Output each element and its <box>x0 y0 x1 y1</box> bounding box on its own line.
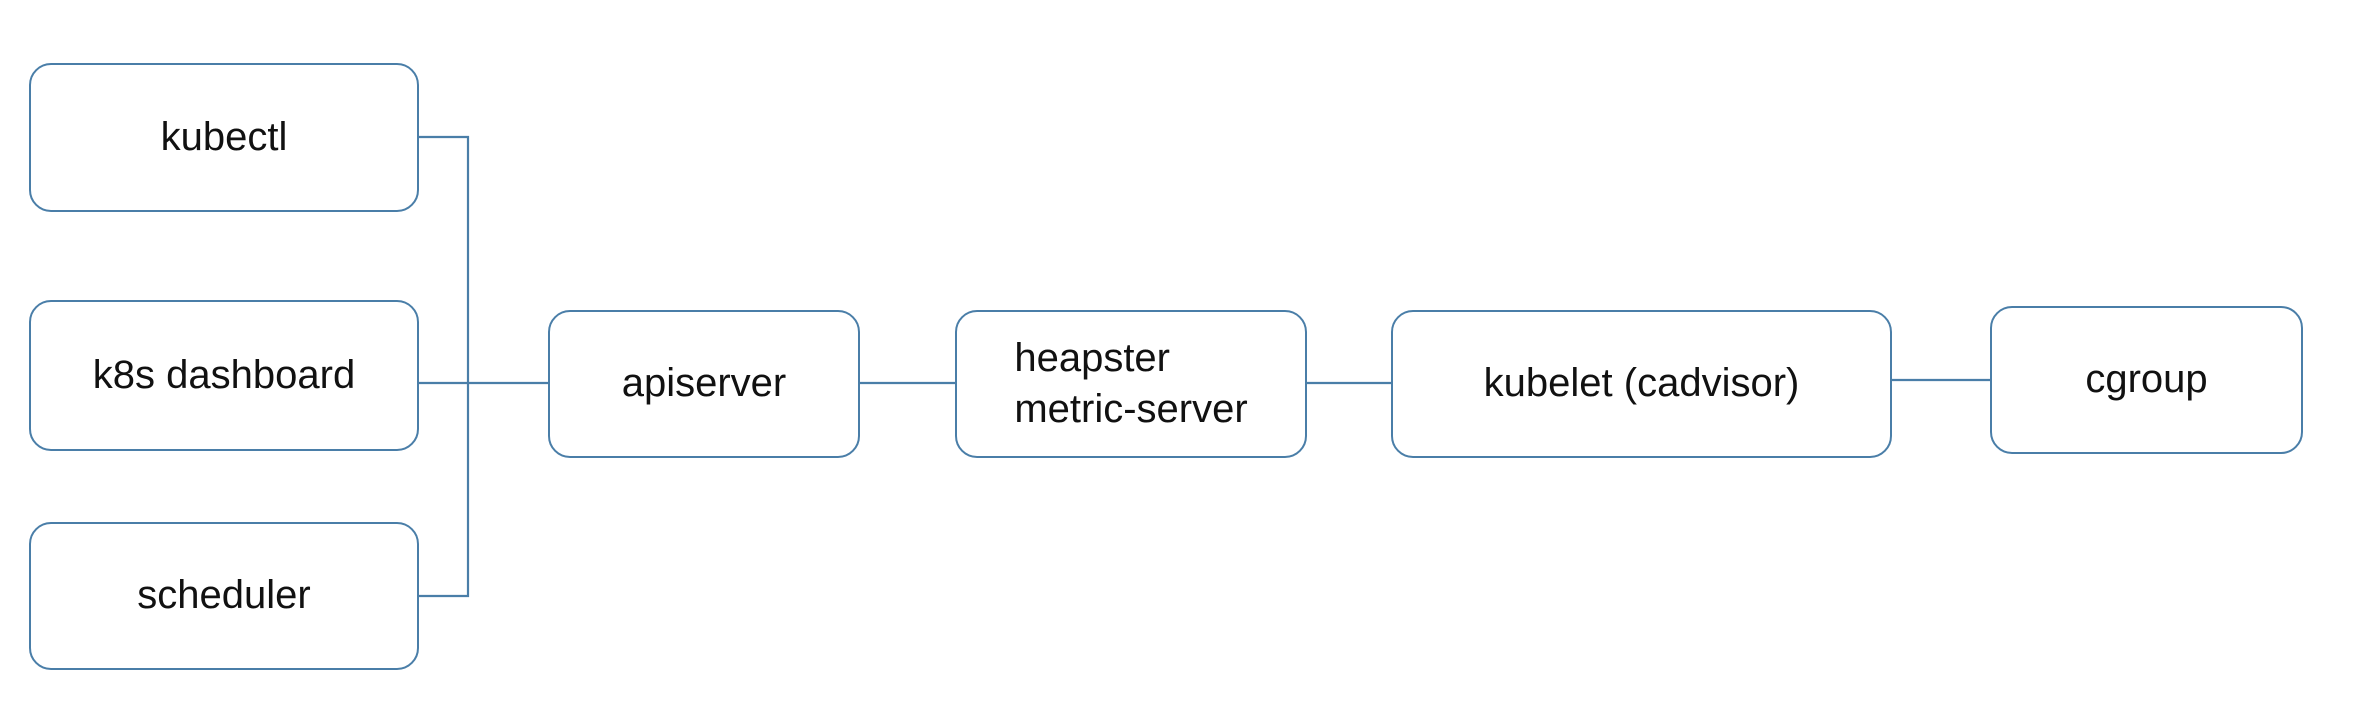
node-heapster-metric-server: heapster metric-server <box>955 310 1307 458</box>
node-cgroup-label: cgroup <box>2085 357 2208 402</box>
node-kubectl-label: kubectl <box>160 114 288 159</box>
node-heapster-line-2: metric-server <box>1014 387 1248 431</box>
node-apiserver: apiserver <box>548 310 860 458</box>
node-cgroup: cgroup <box>1990 306 2303 454</box>
edge-kubectl-to-bus <box>419 135 470 383</box>
node-scheduler-label: scheduler <box>137 573 311 618</box>
node-k8s-dashboard: k8s dashboard <box>29 300 419 451</box>
node-k8s-dashboard-label: k8s dashboard <box>92 352 356 397</box>
node-kubectl: kubectl <box>29 63 419 212</box>
node-heapster-label: heapster metric-server <box>1014 333 1247 435</box>
node-kubelet-cadvisor: kubelet (cadvisor) <box>1391 310 1892 458</box>
node-scheduler: scheduler <box>29 522 419 670</box>
node-kubelet-label: kubelet (cadvisor) <box>1483 361 1800 406</box>
node-heapster-line-1: heapster <box>1014 335 1170 380</box>
node-apiserver-label: apiserver <box>621 361 787 406</box>
edge-scheduler-to-bus <box>419 383 470 598</box>
